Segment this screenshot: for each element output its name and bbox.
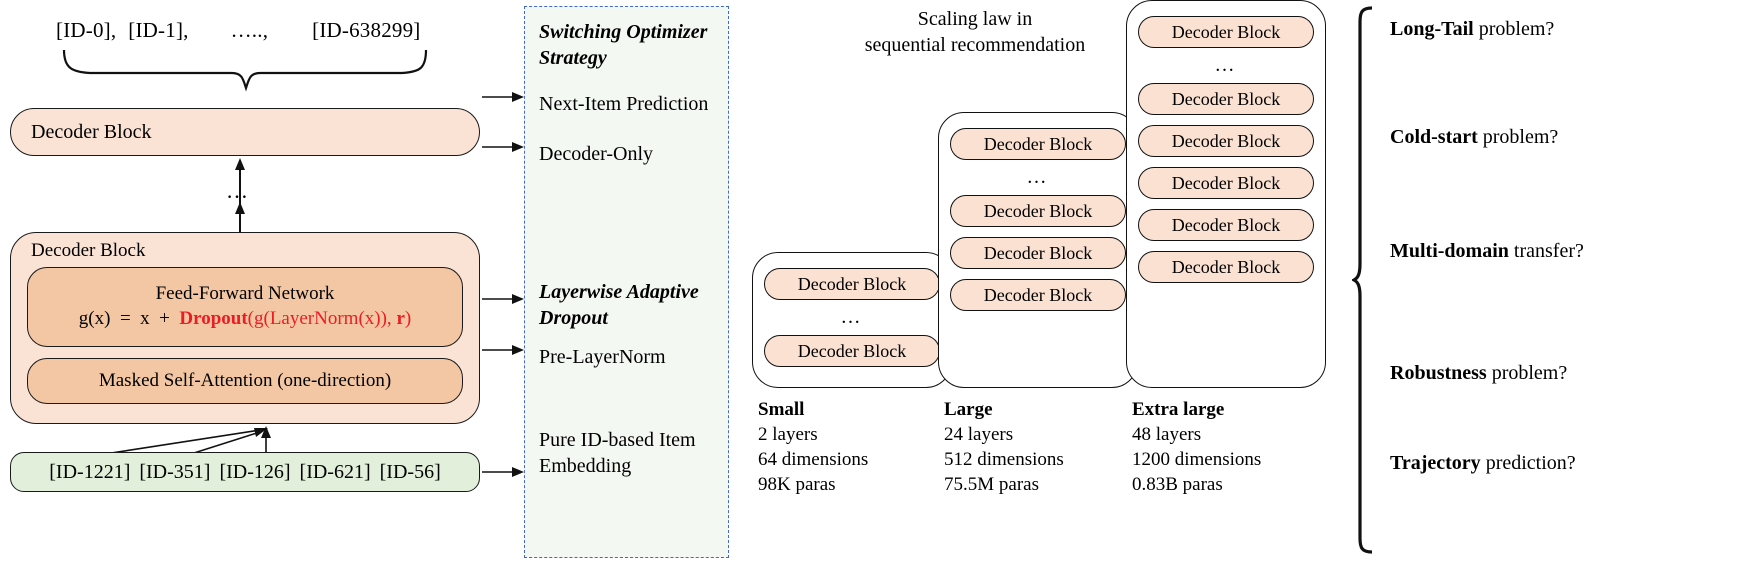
vocabulary-id-row: [ID-0], [ID-1], ….., [ID-638299] <box>28 12 468 48</box>
model-layers: 48 layers <box>1132 424 1202 445</box>
vocab-token-last: [ID-638299] <box>312 17 421 42</box>
stack-ellipsis: … <box>226 178 250 203</box>
embedding-id-0: [ID-1221] <box>49 460 131 483</box>
decoder-block: Decoder Block <box>1138 125 1314 157</box>
ffn-eq-mid: (g(LayerNorm(x)), <box>247 308 397 329</box>
embedding-id-3: [ID-621] <box>299 460 371 483</box>
masked-self-attention-box: Masked Self-Attention (one-direction) <box>27 358 463 404</box>
model-column-large: Decoder Block … Decoder Block Decoder Bl… <box>938 112 1138 497</box>
model-column-extra-large: Decoder Block … Decoder Block Decoder Bl… <box>1126 0 1326 497</box>
vocab-token-ellipsis: ….., <box>230 17 269 42</box>
decoder-block: Decoder Block <box>1138 251 1314 283</box>
decoder-block-top-label: Decoder Block <box>31 120 152 143</box>
question-strong: Trajectory <box>1390 452 1481 474</box>
question-rest: problem? <box>1473 18 1555 40</box>
decoder-block: Decoder Block <box>764 335 940 367</box>
decoder-block: Decoder Block <box>1138 83 1314 115</box>
embedding-id-2: [ID-126] <box>219 460 291 483</box>
connector-arrow-decoder-only-icon <box>482 142 524 152</box>
arrow-up-icon-1 <box>235 158 245 208</box>
model-paras: 98K paras <box>758 474 836 495</box>
switching-optimizer-strategy-label: Switching Optimizer Strategy <box>539 21 708 69</box>
vocabulary-brace-icon <box>62 49 428 92</box>
decoder-block: Decoder Block <box>1138 167 1314 199</box>
decoder-only-label: Decoder-Only <box>539 143 653 165</box>
question-rest: transfer? <box>1508 240 1584 262</box>
model-dimensions: 1200 dimensions <box>1132 449 1262 470</box>
arrow-up-icon-2 <box>235 202 245 236</box>
model-paras: 75.5M paras <box>944 474 1039 495</box>
ffn-equation: g(x) = x + Dropout(g(LayerNorm(x)), r) <box>79 306 411 332</box>
question-trajectory: Trajectory prediction? <box>1390 452 1576 475</box>
model-name: Large <box>944 399 993 420</box>
stack-dots: … <box>1214 54 1238 76</box>
pure-id-based-item-embedding-label: Pure ID-based Item Embedding <box>539 429 696 477</box>
decoder-block: Decoder Block <box>950 237 1126 269</box>
model-meta-extra-large: Extra large 48 layers 1200 dimensions 0.… <box>1126 397 1326 497</box>
decoder-block: Decoder Block <box>950 279 1126 311</box>
model-layers: 24 layers <box>944 424 1014 445</box>
model-layers: 2 layers <box>758 424 818 445</box>
masked-self-attention-label: Masked Self-Attention (one-direction) <box>98 370 392 391</box>
scaling-law-title-line2: sequential recommendation <box>864 34 1086 56</box>
model-name: Small <box>758 399 805 420</box>
ffn-title: Feed-Forward Network <box>155 283 335 304</box>
connector-arrow-embedding-icon <box>482 467 524 477</box>
model-column-small: Decoder Block … Decoder Block Small 2 la… <box>752 252 952 497</box>
decoder-block: Decoder Block <box>1138 16 1314 48</box>
model-stack-large: Decoder Block … Decoder Block Decoder Bl… <box>938 112 1138 388</box>
ffn-eq-prefix: g(x) = x + <box>78 308 180 329</box>
questions-brace-icon <box>1352 6 1373 554</box>
model-meta-large: Large 24 layers 512 dimensions 75.5M par… <box>938 397 1138 497</box>
vocab-token-1: [ID-1], <box>128 17 189 42</box>
question-rest: problem? <box>1477 126 1559 148</box>
design-choices-panel: Switching Optimizer Strategy Next-Item P… <box>524 6 729 558</box>
decoder-block: Decoder Block <box>950 128 1126 160</box>
question-rest: problem? <box>1486 362 1568 384</box>
connector-arrow-dropout-icon <box>482 294 524 304</box>
connector-arrow-pre-layernorm-icon <box>482 345 524 355</box>
question-rest: prediction? <box>1480 452 1576 474</box>
decoder-block: Decoder Block <box>1138 209 1314 241</box>
scaling-law-title: Scaling law in sequential recommendation <box>810 6 1140 58</box>
embedding-id-1: [ID-351] <box>139 460 211 483</box>
item-embedding-box: [ID-1221] [ID-351] [ID-126] [ID-621] [ID… <box>10 452 480 492</box>
ffn-eq-suffix: ) <box>404 308 412 329</box>
stack-dots: … <box>840 306 864 328</box>
question-cold-start: Cold-start problem? <box>1390 126 1558 149</box>
question-strong: Multi-domain <box>1390 240 1509 262</box>
ffn-eq-dropout: Dropout <box>179 308 248 329</box>
model-stack-extra-large: Decoder Block … Decoder Block Decoder Bl… <box>1126 0 1326 388</box>
decoder-block-detail: Decoder Block Feed-Forward Network g(x) … <box>10 232 480 424</box>
model-stack-small: Decoder Block … Decoder Block <box>752 252 952 388</box>
decoder-block: Decoder Block <box>764 268 940 300</box>
decoder-block-detail-label: Decoder Block <box>31 240 146 261</box>
question-strong: Robustness <box>1390 362 1487 384</box>
decoder-block: Decoder Block <box>950 195 1126 227</box>
model-paras: 0.83B paras <box>1132 474 1223 495</box>
scaling-law-title-line1: Scaling law in <box>917 8 1033 30</box>
question-long-tail: Long-Tail problem? <box>1390 18 1554 41</box>
layerwise-adaptive-dropout-label: Layerwise Adaptive Dropout <box>539 281 699 329</box>
question-multi-domain: Multi-domain transfer? <box>1390 240 1584 263</box>
connector-arrow-next-item-icon <box>482 92 524 102</box>
question-strong: Long-Tail <box>1390 18 1474 40</box>
next-item-prediction-label: Next-Item Prediction <box>539 93 709 115</box>
ffn-eq-r: r <box>396 308 405 329</box>
question-robustness: Robustness problem? <box>1390 362 1567 385</box>
model-name: Extra large <box>1132 399 1225 420</box>
pre-layernorm-label: Pre-LayerNorm <box>539 346 666 368</box>
model-dimensions: 512 dimensions <box>944 449 1064 470</box>
embedding-id-4: [ID-56] <box>379 460 441 483</box>
model-dimensions: 64 dimensions <box>758 449 869 470</box>
model-meta-small: Small 2 layers 64 dimensions 98K paras <box>752 397 952 497</box>
vocab-token-0: [ID-0], <box>56 17 117 42</box>
feed-forward-network-box: Feed-Forward Network g(x) = x + Dropout(… <box>27 267 463 347</box>
question-strong: Cold-start <box>1390 126 1478 148</box>
decoder-block-top: Decoder Block <box>10 108 480 156</box>
stack-dots: … <box>1026 166 1050 188</box>
